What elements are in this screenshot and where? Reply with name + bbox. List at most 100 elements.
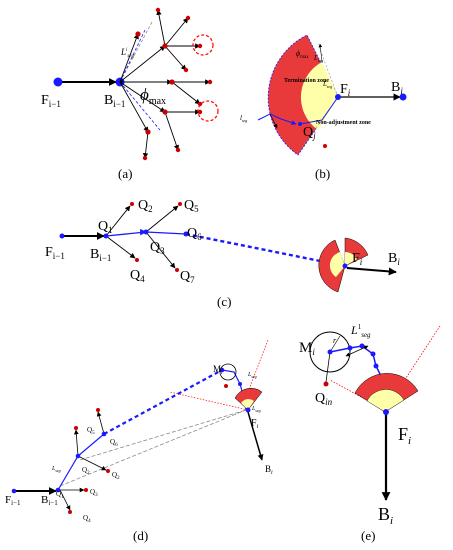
nodes-level1 xyxy=(135,7,213,161)
panel-a: Fi−1 Bi−1 ϕmax Liseg (a) xyxy=(41,7,219,181)
caption-e: (e) xyxy=(361,528,375,543)
label-Fi-e: Fi xyxy=(398,424,411,447)
label-F-a: Fi−1 xyxy=(41,93,61,109)
label-Lseg3-d: Lseg xyxy=(251,406,261,413)
nodes-d xyxy=(11,367,246,514)
dashed-d xyxy=(103,369,223,435)
node-Fi-d xyxy=(245,407,251,413)
label-B-c: Bi−1 xyxy=(90,247,111,263)
caption-a: (a) xyxy=(118,166,132,181)
top-arrow-b xyxy=(318,43,323,63)
boundary-d-2 xyxy=(169,391,249,411)
label-Mi-d: Mi xyxy=(213,364,223,376)
label-B-d: Bi−1 xyxy=(41,494,58,507)
label-L-a: Liseg xyxy=(120,47,135,59)
L-dim-e xyxy=(345,345,369,357)
node-Fi-c xyxy=(342,263,348,269)
q-in-line-e xyxy=(325,351,331,383)
Mi-circle-d xyxy=(219,363,237,381)
label-Mi-e: Mi xyxy=(299,340,315,357)
label-Q1-d: Q1 xyxy=(56,490,64,500)
label-Q5-c: Q5 xyxy=(184,198,199,214)
gray-dash-d-1 xyxy=(59,409,247,487)
caption-b: (b) xyxy=(315,166,330,181)
branches-level2 xyxy=(142,9,211,159)
node-Bi-b xyxy=(399,93,407,101)
label-Q7-c: Q7 xyxy=(180,269,195,285)
gray-dash-d-2 xyxy=(79,409,247,461)
label-Lseg2-d: Lseg xyxy=(247,372,257,379)
radius-e xyxy=(329,335,341,353)
node-Fi-b xyxy=(335,94,341,100)
caption-c: (c) xyxy=(217,294,231,309)
label-L-e: L1seg xyxy=(350,323,371,339)
phi-guide-lower xyxy=(119,81,161,131)
label-Q2b-d: Q2 xyxy=(112,471,120,481)
Fi-Bi-arrow-d xyxy=(247,411,264,461)
node-red-b xyxy=(323,144,327,148)
lseg-down xyxy=(269,113,278,129)
zone-inner-c xyxy=(329,252,345,277)
label-F-d: Fi−1 xyxy=(5,494,21,507)
path-to-Qj xyxy=(299,96,339,125)
dashed-c xyxy=(185,232,341,267)
label-Q4-d: Q4 xyxy=(83,514,91,524)
label-r-e: r xyxy=(333,336,337,345)
zone-inner-e xyxy=(366,389,405,413)
panel-b: Termination zone Non-adjustment zone ϕma… xyxy=(240,34,407,181)
label-Bi-b: Bi xyxy=(391,80,403,96)
nonadjustment-zone xyxy=(300,62,338,130)
panel-e: Mi r L1seg Qin Fi Bi (e) xyxy=(299,323,441,543)
phi-guide-upper xyxy=(119,21,153,83)
zone-inner-c2 xyxy=(345,252,357,266)
highlight-circle-upper xyxy=(192,34,214,56)
label-Q2-d: Q2 xyxy=(82,466,90,476)
node-Fi-e xyxy=(383,409,389,415)
label-nonadjustment-zone: Non-adjustment zone xyxy=(316,120,371,126)
branches-c xyxy=(105,205,179,269)
label-Q6-c: Q6 xyxy=(187,226,202,242)
branches-d xyxy=(59,411,107,511)
label-Fi-d: Fi xyxy=(251,418,259,430)
label-Lseg-top-b: Lseg xyxy=(313,54,323,63)
label-Fi-c: Fi xyxy=(352,251,363,267)
panel-d: Fi−1 Bi−1 Q1 Q2 Q3 Q4 Q5 Q6 Q2 Lseg Lseg… xyxy=(5,339,273,543)
label-Lseg-mid-b: Lseg xyxy=(322,80,332,89)
branches-level1 xyxy=(119,33,173,133)
label-Q1-c: Q1 xyxy=(98,219,113,235)
label-Q4-c: Q4 xyxy=(130,268,145,284)
label-Qj-b: Qj xyxy=(303,125,316,141)
label-Bi-d: Bi xyxy=(265,464,273,476)
label-Q2-c: Q2 xyxy=(138,198,153,214)
node-Qj-b xyxy=(298,122,302,126)
label-lseg-left-b: lseg xyxy=(240,114,247,123)
label-Fi-b: Fi xyxy=(340,82,351,98)
label-Bi-c: Bi xyxy=(388,251,400,267)
node-F-c xyxy=(59,233,65,239)
nodes-c xyxy=(103,202,189,272)
label-Lseg1-d: Lseg xyxy=(51,466,61,473)
highlight-circle-lower xyxy=(197,100,219,122)
path-d xyxy=(57,433,105,491)
label-Q3-d: Q3 xyxy=(90,488,98,498)
label-phi-max-b: ϕmax xyxy=(296,49,309,60)
label-Qin-e: Qin xyxy=(315,391,333,407)
boundary-d-1 xyxy=(247,339,269,393)
label-Bi-e: Bi xyxy=(378,504,393,527)
label-Q3-c: Q3 xyxy=(150,240,165,256)
label-F-c: Fi−1 xyxy=(45,245,65,261)
guide-b-1 xyxy=(317,43,339,98)
caption-d: (d) xyxy=(133,528,148,543)
label-Q6-d: Q6 xyxy=(110,438,118,448)
zone-inner-d xyxy=(241,399,254,410)
panel-c: Fi−1 Bi−1 Q1 Q2 Q3 Q4 Q5 Q6 Q7 Fi Bi (c) xyxy=(45,198,400,309)
lseg-arrow xyxy=(257,113,297,125)
guide-b-2 xyxy=(299,96,339,151)
node-F xyxy=(53,77,63,87)
label-termination-zone: Termination zone xyxy=(284,78,329,84)
label-Q5-d: Q5 xyxy=(87,426,95,436)
label-phi-a: ϕmax xyxy=(140,85,166,107)
Fi-Bi-arrow-c xyxy=(346,267,397,276)
label-B-a: Bi−1 xyxy=(104,93,125,109)
